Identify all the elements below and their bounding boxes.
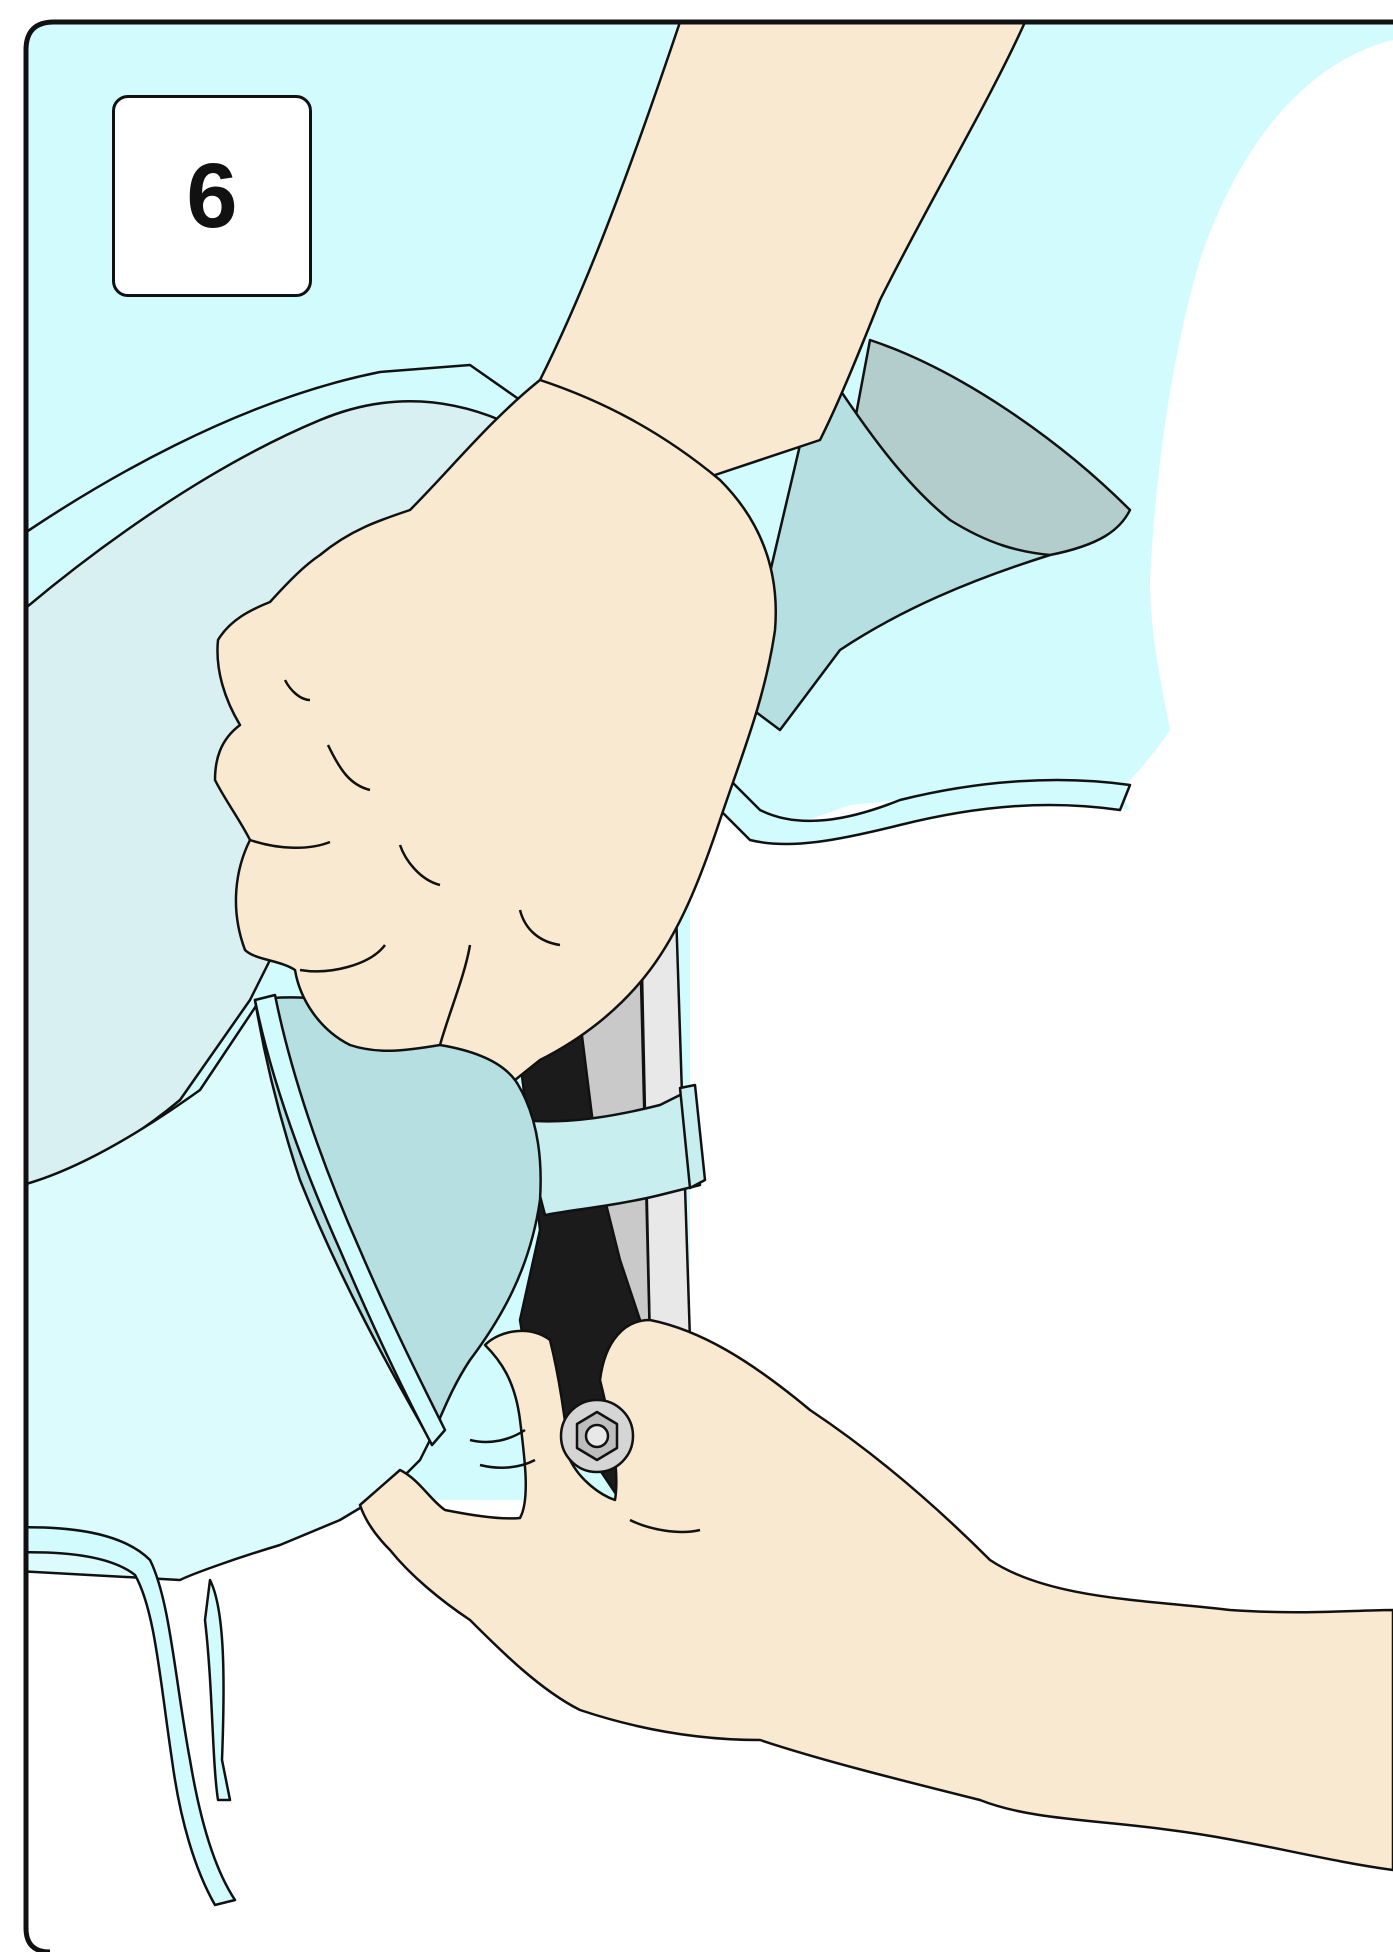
step-number-badge: 6 [112, 95, 312, 297]
fabric-ribbon-long [0, 1527, 235, 1905]
fabric-ribbon-short [205, 1580, 230, 1800]
step-number: 6 [186, 150, 237, 242]
hex-bolt-icon [561, 1400, 633, 1472]
